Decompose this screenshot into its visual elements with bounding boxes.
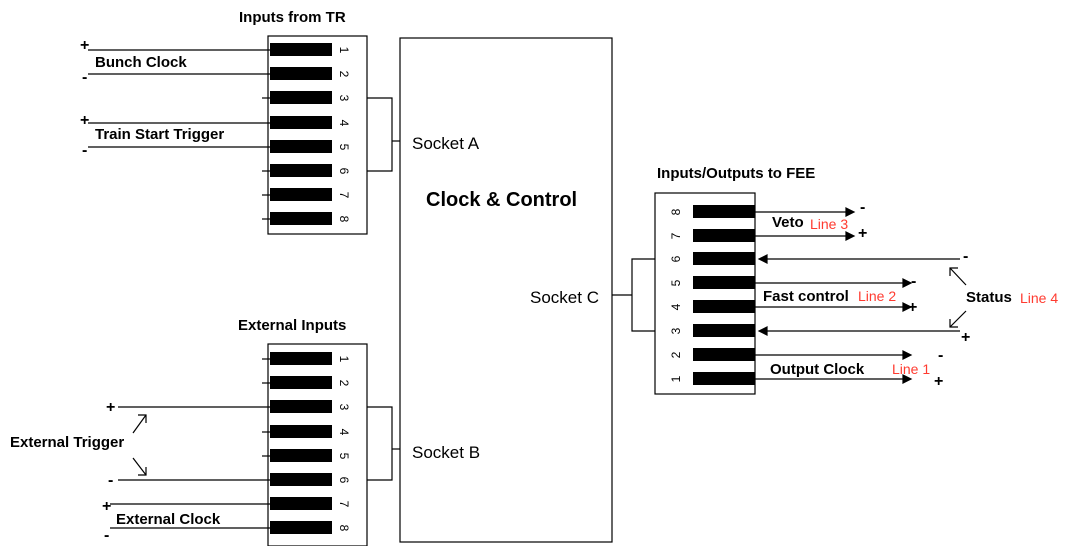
fee-pin-6 — [693, 252, 755, 265]
tr-pin-6 — [270, 164, 332, 177]
tr-pin-number-4: 4 — [337, 120, 351, 127]
socket-a-label: Socket A — [412, 134, 480, 153]
fast-control-plus: + — [908, 299, 917, 316]
bunch-clock-label: Bunch Clock — [95, 54, 187, 71]
status-plus: + — [961, 329, 970, 346]
external-clock-minus: - — [104, 527, 109, 544]
ext-pin-1 — [270, 352, 332, 365]
ext-pin-3 — [270, 400, 332, 413]
train-start-trigger-minus: - — [82, 142, 87, 159]
status-minus: - — [963, 248, 968, 265]
fee-pin-number-7: 7 — [669, 232, 683, 239]
external-trigger-arrows — [132, 414, 147, 476]
fee-wires — [755, 207, 960, 384]
ext-pin-6 — [270, 473, 332, 486]
ext-pin-8 — [270, 521, 332, 534]
ext-pin-5 — [270, 449, 332, 462]
ext-pin-4 — [270, 425, 332, 438]
socket-a-bracket — [367, 97, 393, 172]
tr-pin-2 — [270, 67, 332, 80]
external-trigger-label: External Trigger — [10, 434, 124, 451]
tr-pin-7 — [270, 188, 332, 201]
ext-pin-number-2: 2 — [337, 380, 351, 387]
heading-inputs-outputs-fee: Inputs/Outputs to FEE — [657, 165, 815, 182]
tr-pin-1 — [270, 43, 332, 56]
tr-pin-number-7: 7 — [337, 192, 351, 199]
fee-pin-1 — [693, 372, 755, 385]
ext-pin-number-7: 7 — [337, 501, 351, 508]
tr-pin-8 — [270, 212, 332, 225]
fee-pin-7 — [693, 229, 755, 242]
fee-pin-3 — [693, 324, 755, 337]
tr-pin-3 — [270, 91, 332, 104]
output-clock-minus: - — [938, 347, 943, 364]
tr-pin-number-1: 1 — [337, 47, 351, 54]
fast-control-label: Fast control — [763, 288, 849, 305]
connector-external-body — [267, 343, 368, 546]
fast-control-minus: - — [911, 273, 916, 290]
tr-pin-5 — [270, 140, 332, 153]
fee-pin-4 — [693, 300, 755, 313]
connector-fee-body — [654, 192, 756, 395]
ext-pin-number-1: 1 — [337, 356, 351, 363]
train-start-trigger-label: Train Start Trigger — [95, 126, 224, 143]
external-clock-plus: + — [102, 498, 111, 515]
line4-tag: Line 4 — [1020, 290, 1058, 306]
output-clock-label: Output Clock — [770, 361, 865, 378]
fee-pin-number-5: 5 — [669, 279, 683, 286]
socket-b-bracket — [367, 406, 393, 481]
fee-pin-5 — [693, 276, 755, 289]
tr-wires — [88, 49, 270, 220]
fee-pin-number-3: 3 — [669, 327, 683, 334]
bunch-clock-minus: - — [82, 69, 87, 86]
fee-pin-8 — [693, 205, 755, 218]
clock-control-title: Clock & Control — [426, 189, 577, 211]
train-start-trigger-plus: + — [80, 112, 89, 129]
line1-tag: Line 1 — [892, 361, 930, 377]
ext-pin-number-4: 4 — [337, 429, 351, 436]
ext-pin-number-6: 6 — [337, 477, 351, 484]
fee-pin-number-1: 1 — [669, 375, 683, 382]
socket-c-label: Socket C — [530, 288, 599, 307]
fee-pin-number-2: 2 — [669, 351, 683, 358]
fee-pin-number-4: 4 — [669, 303, 683, 310]
connector-tr: 1 2 3 4 5 6 7 8 — [267, 35, 368, 235]
connector-tr-body — [267, 35, 368, 235]
line2-tag: Line 2 — [858, 288, 896, 304]
tr-pin-number-5: 5 — [337, 144, 351, 151]
socket-c-bracket — [631, 258, 655, 332]
clock-control-box — [399, 37, 613, 543]
ext-pin-number-8: 8 — [337, 525, 351, 532]
external-clock-label: External Clock — [116, 511, 221, 528]
line3-tag: Line 3 — [810, 216, 848, 232]
ext-pin-2 — [270, 376, 332, 389]
socket-b-label: Socket B — [412, 443, 480, 462]
ext-pin-number-5: 5 — [337, 453, 351, 460]
veto-plus: + — [858, 225, 867, 242]
ext-pin-number-3: 3 — [337, 404, 351, 411]
external-wires — [110, 358, 270, 529]
fee-pin-number-8: 8 — [669, 208, 683, 215]
ext-pin-7 — [270, 497, 332, 510]
external-trigger-plus: + — [106, 399, 115, 416]
veto-label: Veto — [772, 214, 804, 231]
fee-pin-number-6: 6 — [669, 255, 683, 262]
tr-pin-number-8: 8 — [337, 216, 351, 223]
tr-pin-number-2: 2 — [337, 71, 351, 78]
status-label: Status — [966, 289, 1012, 306]
connector-external: 1 2 3 4 5 6 7 8 — [267, 343, 368, 546]
heading-external-inputs: External Inputs — [238, 317, 346, 334]
status-arrows — [949, 267, 967, 328]
output-clock-plus: + — [934, 373, 943, 390]
tr-pin-4 — [270, 116, 332, 129]
bunch-clock-plus: + — [80, 37, 89, 54]
fee-pin-2 — [693, 348, 755, 361]
external-trigger-minus: - — [108, 472, 113, 489]
tr-pin-number-3: 3 — [337, 95, 351, 102]
tr-pin-number-6: 6 — [337, 168, 351, 175]
connector-fee: 8 7 6 5 4 3 2 1 — [654, 192, 756, 395]
heading-inputs-from-tr: Inputs from TR — [239, 9, 346, 26]
veto-minus: - — [860, 199, 865, 216]
